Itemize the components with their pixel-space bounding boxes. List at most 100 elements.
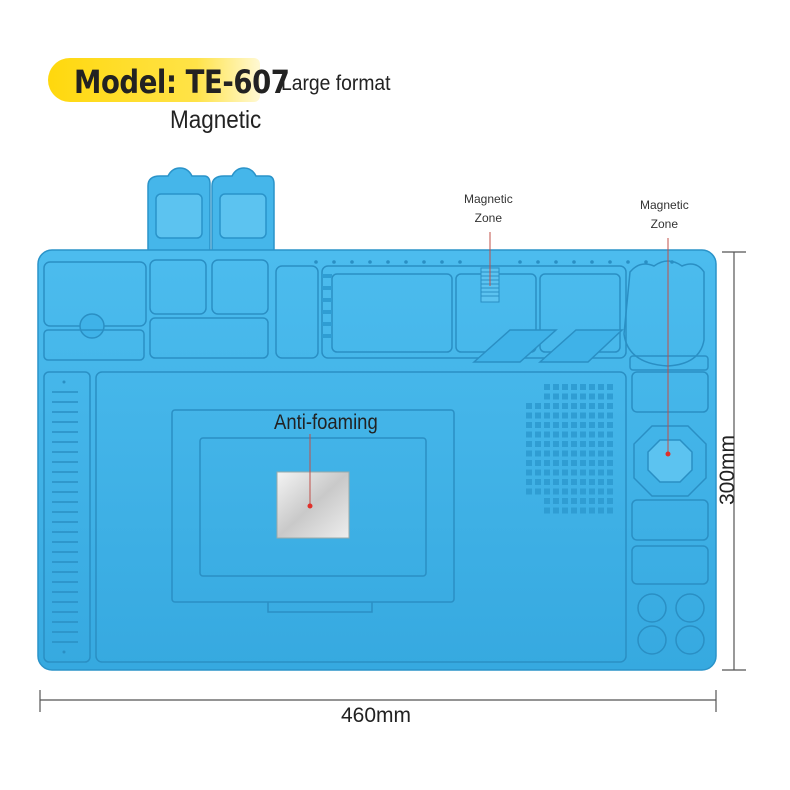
grid-dot <box>580 441 586 447</box>
grid-dot <box>562 441 568 447</box>
grid-dot <box>562 498 568 504</box>
magnetic-zone-left-line1: Magnetic <box>464 192 513 206</box>
grid-dot <box>589 469 595 476</box>
grid-dot <box>571 450 577 457</box>
grid-dot <box>544 403 550 409</box>
grid-dot <box>607 450 613 457</box>
feature-magnetic: Magnetic <box>170 106 262 134</box>
grid-dot <box>544 393 550 400</box>
grid-dot <box>526 488 532 495</box>
grid-dot <box>544 412 550 419</box>
magnetic-zone-right-line1: Magnetic <box>640 198 689 212</box>
grid-dot <box>562 422 568 428</box>
top-bins <box>147 167 275 253</box>
grid-dot <box>535 412 541 419</box>
grid-dot <box>544 498 550 504</box>
grid-dot <box>544 507 550 514</box>
height-dimension: 300mm <box>716 434 739 506</box>
grid-dot <box>607 384 613 390</box>
feature-large-format: Large format <box>281 72 391 95</box>
grid-dot <box>580 469 586 476</box>
grid-dot <box>598 479 604 485</box>
grid-dot <box>571 384 577 390</box>
model-title: Model: TE-607 <box>74 63 290 101</box>
grid-dot <box>553 412 559 419</box>
work-area <box>95 371 627 663</box>
grid-dot <box>571 393 577 400</box>
grid-dot <box>580 498 586 504</box>
grid-dot <box>544 460 550 466</box>
grid-dot <box>589 384 595 390</box>
grid-dot <box>598 498 604 504</box>
grid-dot <box>598 422 604 428</box>
grid-dot <box>526 469 532 476</box>
grid-dot <box>562 450 568 457</box>
grid-dot <box>535 441 541 447</box>
grid-dot <box>580 431 586 438</box>
tool-slots <box>322 274 332 338</box>
grid-dot <box>544 441 550 447</box>
grid-dot <box>580 460 586 466</box>
grid-dot <box>544 384 550 390</box>
grid-dot <box>607 422 613 428</box>
callout-lines <box>309 232 669 506</box>
grid-dot <box>598 403 604 409</box>
grid-dot <box>553 403 559 409</box>
grid-dot <box>571 507 577 514</box>
right-column <box>631 371 709 655</box>
grid-dot <box>544 488 550 495</box>
magnetic-zone-label-right: Magnetic Zone <box>640 196 689 234</box>
grid-dot <box>571 403 577 409</box>
grid-dot <box>571 498 577 504</box>
grid-dot <box>598 431 604 438</box>
grid-dot <box>589 479 595 485</box>
grid-dot <box>571 479 577 485</box>
grid-dot <box>553 460 559 466</box>
grid-dot <box>553 479 559 485</box>
grid-dot <box>535 460 541 466</box>
grid-dot <box>535 403 541 409</box>
grid-dot <box>571 460 577 466</box>
slanted-trays <box>472 329 624 363</box>
grid-dot <box>580 479 586 485</box>
title-highlight <box>48 58 260 102</box>
dimension-lines <box>39 251 746 712</box>
grid-dot <box>607 498 613 504</box>
ruler-dots <box>62 380 66 654</box>
grid-dot <box>526 431 532 438</box>
grid-dot <box>607 412 613 419</box>
grid-dot <box>535 431 541 438</box>
grid-dot <box>607 507 613 514</box>
grid-dot <box>580 507 586 514</box>
grid-dot <box>562 384 568 390</box>
grid-dot <box>589 450 595 457</box>
grid-dot <box>526 479 532 485</box>
grid-dot <box>571 488 577 495</box>
magnetic-zone-left-line2: Zone <box>474 211 503 225</box>
grid-dot <box>526 441 532 447</box>
grid-dot <box>535 450 541 457</box>
callout-dots <box>307 451 671 509</box>
grid-dot <box>544 450 550 457</box>
anti-foaming-pad <box>276 471 350 539</box>
grid-dot <box>535 479 541 485</box>
grid-dot <box>553 431 559 438</box>
grid-dot <box>589 422 595 428</box>
grid-dot <box>553 498 559 504</box>
grid-dot <box>589 431 595 438</box>
magnetic-zone-label-left: Magnetic Zone <box>464 190 513 228</box>
grid-dot <box>571 441 577 447</box>
grid-dot <box>544 431 550 438</box>
dot-grid <box>526 384 613 514</box>
grid-dot <box>562 479 568 485</box>
grid-dot <box>589 460 595 466</box>
grid-dot <box>598 393 604 400</box>
grid-dot <box>607 460 613 466</box>
grid-dot <box>598 441 604 447</box>
mat-body <box>37 249 717 671</box>
grid-dot <box>580 393 586 400</box>
grid-dot <box>544 479 550 485</box>
grid-dot <box>526 403 532 409</box>
grid-dot <box>526 450 532 457</box>
